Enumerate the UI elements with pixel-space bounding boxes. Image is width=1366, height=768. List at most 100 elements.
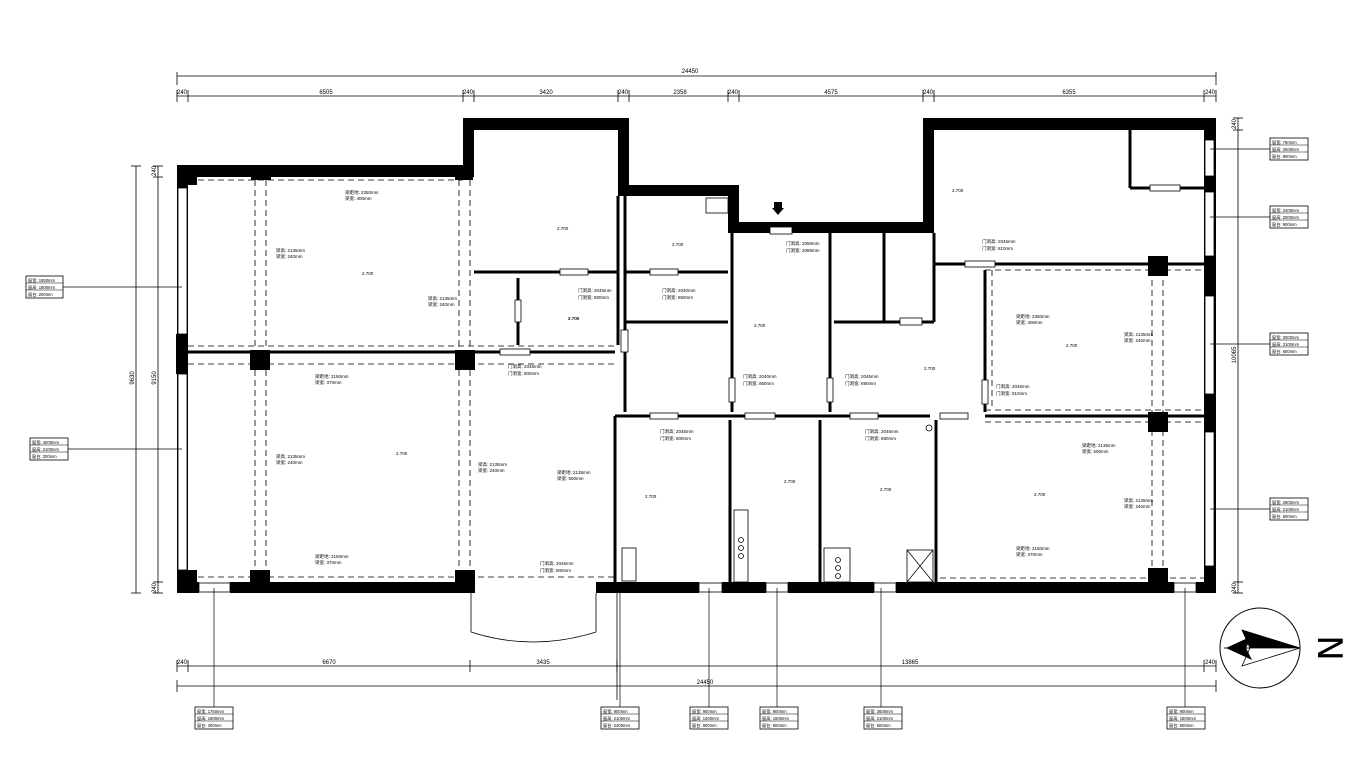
window-tag-line: 窗台: 900mm (692, 722, 717, 729)
top-segment-gap-text: 240 (463, 90, 474, 96)
door-note-line: 门洞宽: 800mm (660, 435, 691, 442)
window-tag-line: 窗宽: 2000mm (1272, 334, 1300, 341)
top-segment-value-text: 4575 (824, 90, 838, 96)
window-tag-line: 窗宽: 900mm (1169, 708, 1194, 715)
right-dimension-lines (1233, 117, 1243, 594)
top-segment-value-text: 2358 (673, 90, 687, 96)
window-tag-line: 窗宽: 750mm (1272, 139, 1297, 146)
window-tag-line: 窗高: 1300mm (692, 715, 720, 722)
room-height-label: 2.700 (1066, 343, 1078, 348)
window-tag: 窗宽: 1750mm 窗高: 1900mm 窗台: 300mm (194, 706, 234, 730)
beam-notes: 梁距地: 2350mm 梁宽: 400mm 梁高: 2135mm 梁宽: 240… (276, 189, 1153, 566)
door-note-line: 门洞宽: 2085mm (786, 247, 820, 254)
window-tag-leaders (63, 148, 1270, 707)
window-tag-line: 窗高: 1600mm (1169, 715, 1197, 722)
room-height-label: 2.700 (924, 366, 936, 371)
window-tag-line: 窗宽: 900mm (603, 708, 628, 715)
beam-note-line: 梁宽: 370mm (1016, 551, 1043, 558)
door-note-line: 门洞高: 2040mm (743, 373, 777, 380)
door-note-line: 门洞高: 2050mm (786, 240, 820, 247)
north-arrow-icon (1219, 607, 1301, 689)
window-tag-line: 窗台: 600mm (866, 722, 891, 729)
window-tag-line: 窗高: 2000mm (1272, 214, 1300, 221)
beam-note-line: 梁高: 2135mm (428, 295, 457, 302)
window-tag: 窗宽: 3600mm 窗高: 2100mm 窗台: 600mm (863, 706, 903, 730)
left-gap-bottom-text: 240 (152, 582, 158, 593)
window-tag-line: 窗高: 2100mm (1272, 341, 1300, 348)
door-note-line: 门洞宽: 850mm (743, 380, 774, 387)
beam-note-line: 梁距地: 2150mm (315, 553, 349, 560)
beam-note-line: 梁高: 2135mm (1124, 497, 1153, 504)
room-height-label: 2.700 (557, 226, 569, 231)
window-tag-line: 窗台: 200mm (28, 291, 53, 298)
beam-note-line: 梁宽: 240mm (1124, 337, 1151, 344)
room-height-label: 2.700 (952, 188, 964, 193)
window-tag: 窗宽: 900mm 窗高: 1600mm 窗台: 900mm (759, 706, 799, 730)
door-note-line: 门洞高: 2045mm (508, 363, 542, 370)
door-note-line: 门洞高: 2040mm (662, 287, 696, 294)
window-tag-line: 窗高: 1600mm (762, 715, 790, 722)
room-height-labels: 2.700 2.700 2.700 2.700 2.700 2.700 2.70… (362, 188, 1078, 499)
right-outer-dimension-text: 10065 (1232, 346, 1238, 363)
interior-walls (188, 130, 1204, 582)
beam-note-line: 梁距地: 2150mm (315, 373, 349, 380)
window-tag-line: 窗台: 600mm (1272, 513, 1297, 520)
right-gap-top-text: 240 (1232, 118, 1238, 129)
beam-note-line: 梁高: 2135mm (276, 453, 305, 460)
window-tag-line: 窗台: 900mm (762, 722, 787, 729)
top-overall-dimension (176, 72, 1217, 85)
window-tag-line: 窗台: 2400mm (603, 722, 631, 729)
left-outer-dimension-text: 9630 (130, 371, 136, 385)
door-note-line: 门洞宽: 810mm (982, 245, 1013, 252)
beam-note-line: 梁宽: 370mm (315, 559, 342, 566)
window-tag-line: 窗台: 900mm (1272, 221, 1297, 228)
beam-note-line: 梁距地: 2150mm (1016, 545, 1050, 552)
beam-note-line: 梁高: 2135mm (1124, 331, 1153, 338)
top-segment-gap-text: 240 (728, 90, 739, 96)
window-tag-line: 窗台: 900mm (1272, 153, 1297, 160)
door-note-line: 门洞宽: 800mm (540, 567, 571, 574)
window-tag-line: 窗宽: 900mm (762, 708, 787, 715)
window-tag-line: 窗高: 1900mm (197, 715, 225, 722)
door-note-line: 门洞宽: 810mm (996, 390, 1027, 397)
top-overall-dimension-text: 24450 (682, 69, 699, 75)
door-note-line: 门洞高: 2045mm (996, 383, 1030, 390)
door-note-line: 门洞高: 2045mm (845, 373, 879, 380)
room-height-label: 2.700 (362, 271, 374, 276)
exterior-window-openings (177, 139, 1215, 593)
door-note-line: 门洞宽: 800mm (508, 370, 539, 377)
exterior-walls (177, 118, 1216, 593)
left-gap-top-text: 240 (152, 165, 158, 176)
structural-columns (176, 165, 1216, 593)
window-tag: 窗宽: 4000mm 窗高: 2100mm 窗台: 200mm (29, 437, 69, 461)
kitchen-fixtures (621, 197, 934, 583)
window-tag: 窗宽: 900mm 窗高: 1600mm 窗台: 600mm (1166, 706, 1206, 730)
entry-arrow-icon (772, 202, 784, 215)
window-tag-line: 窗宽: 1750mm (197, 708, 225, 715)
door-note-line: 门洞高: 2045mm (660, 428, 694, 435)
window-tag-line: 窗宽: 900mm (692, 708, 717, 715)
window-tag-line: 窗宽: 2800mm (1272, 499, 1300, 506)
room-height-label: 2.700 (672, 242, 684, 247)
bottom-segment-value-text: 6670 (322, 660, 336, 666)
top-segment-value-text: 3420 (539, 90, 553, 96)
window-tag-line: 窗宽: 3600mm (866, 708, 894, 715)
window-tag-line: 窗高: 2000mm (1272, 146, 1300, 153)
window-tag: 窗宽: 750mm 窗高: 2000mm 窗台: 900mm (1269, 137, 1309, 161)
beam-note-line: 梁宽: 370mm (315, 379, 342, 386)
room-height-label: 2.700 (645, 494, 657, 499)
left-inner-dimension-text: 9150 (152, 371, 158, 385)
room-height-label: 2.700 (784, 479, 796, 484)
window-tag-line: 窗高: 2100mm (603, 715, 631, 722)
window-tag: 窗宽: 1850mm 窗高: 1900mm 窗台: 200mm (25, 275, 64, 299)
door-openings (499, 184, 1181, 420)
door-note-line: 门洞宽: 850mm (662, 294, 693, 301)
door-note-line: 门洞高: 2045mm (540, 560, 574, 567)
room-height-label: 2.700 (754, 323, 766, 328)
window-tag-line: 窗台: 600mm (1272, 348, 1297, 355)
top-segment-gap-text: 240 (1205, 90, 1216, 96)
bottom-segment-gap-text: 240 (1205, 660, 1216, 666)
door-note-line: 门洞宽: 690mm (845, 380, 876, 387)
window-tag-line: 窗宽: 4000mm (32, 439, 60, 446)
window-tag-line: 窗高: 1900mm (28, 284, 56, 291)
